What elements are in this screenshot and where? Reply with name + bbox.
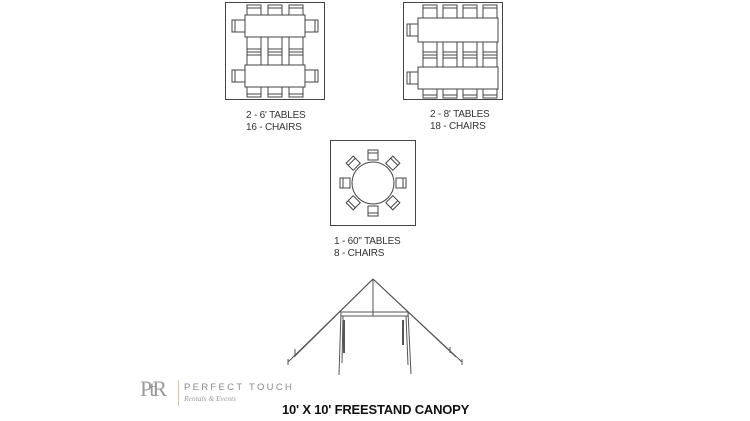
eight-foot-chairs-label: 18 - CHAIRS (430, 121, 486, 132)
logo-divider (178, 380, 179, 406)
round-chairs-label: 8 - CHAIRS (334, 248, 385, 259)
six-foot-table-layout-diagram (225, 2, 325, 100)
perfect-touch-logo-name: PERFECT TOUCH (184, 382, 295, 393)
eight-foot-table-layout-diagram (403, 2, 503, 100)
eight-foot-tables-label: 2 - 8' TABLES (430, 109, 490, 120)
six-foot-tables-label: 2 - 6' TABLES (246, 110, 306, 121)
round-table-label: 1 - 60" TABLES (334, 236, 401, 247)
canopy-frame-diagram (287, 278, 463, 376)
perfect-touch-logo-mark: PtR (140, 376, 167, 401)
six-foot-chairs-label: 16 - CHAIRS (246, 122, 302, 133)
canopy-title: 10' X 10' FREESTAND CANOPY (282, 402, 470, 417)
perfect-touch-logo-tagline: Rentals & Events (184, 394, 237, 403)
round-table-layout-diagram (330, 140, 416, 226)
